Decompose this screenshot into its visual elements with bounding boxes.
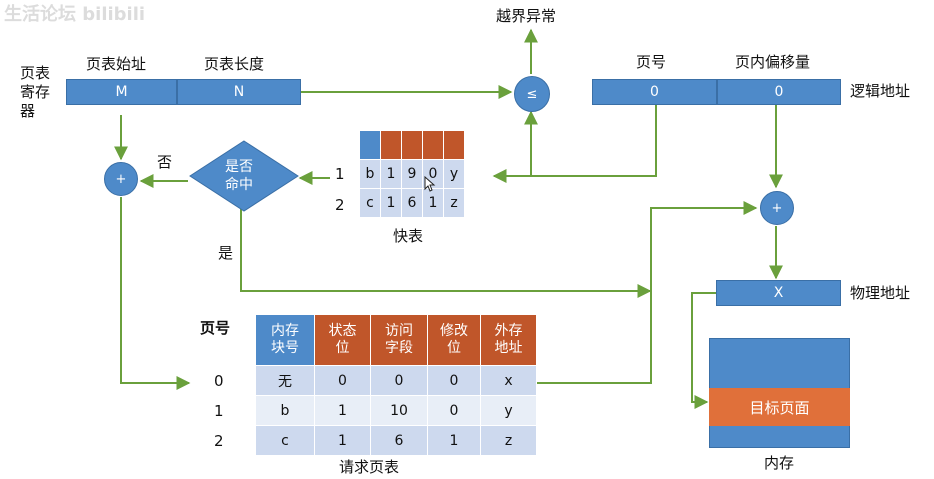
- page-table-start-cell: M: [66, 79, 177, 105]
- table-row: c 1 6 1 z: [255, 425, 537, 456]
- request-table-index: 0: [214, 372, 224, 390]
- arrow-adder-to-pagetable: [120, 197, 191, 390]
- table-cell: 1: [314, 395, 371, 426]
- tlb-header-cell: [380, 130, 402, 160]
- page-table-register-label: 页表 寄存 器: [20, 64, 51, 120]
- request-page-table: 内存 块号 状态 位 访问 字段 修改 位 外存 地址 无 0 0 0 x b …: [255, 314, 537, 456]
- column-header-modify-bit: 修改 位: [427, 314, 481, 366]
- page-table-length-header: 页表长度: [204, 55, 265, 73]
- target-page: 目标页面: [709, 388, 850, 426]
- tlb-cell: y: [443, 159, 465, 189]
- offset-header: 页内偏移量: [735, 53, 811, 71]
- table-cell: z: [480, 425, 537, 456]
- mouse-cursor-icon: [424, 176, 436, 192]
- tlb-caption: 快表: [393, 227, 424, 245]
- logical-page-number-cell: 0: [592, 79, 717, 105]
- compare-node: ≤: [514, 76, 550, 112]
- table-cell: x: [480, 365, 537, 396]
- tlb-cell: 1: [380, 159, 402, 189]
- tlb-cell: c: [359, 188, 381, 218]
- memory-caption: 内存: [764, 454, 795, 472]
- table-cell: 无: [255, 365, 315, 396]
- table-cell: b: [255, 395, 315, 426]
- adder-right: +: [760, 191, 794, 225]
- arrow-physical-to-memory: [691, 292, 716, 409]
- tlb-table: b 1 9 0 y c 1 6 1 z: [359, 130, 465, 218]
- table-cell: 0: [370, 365, 428, 396]
- arrow-pagetable-to-adder: [535, 201, 758, 384]
- column-header-access-field: 访问 字段: [370, 314, 428, 366]
- decision-no-label: 否: [157, 153, 173, 171]
- decision-diamond: [189, 140, 299, 212]
- tlb-cell: z: [443, 188, 465, 218]
- tlb-cell: 6: [401, 188, 423, 218]
- logical-offset-cell: 0: [717, 79, 841, 105]
- physical-address-cell: X: [716, 280, 841, 306]
- tlb-header-cell: [443, 130, 465, 160]
- tlb-row-index: 1: [335, 165, 345, 183]
- table-row: 无 0 0 0 x: [255, 365, 537, 396]
- tlb-row-index: 2: [335, 196, 345, 214]
- logical-address-label: 逻辑地址: [850, 82, 911, 100]
- overflow-exception-label: 越界异常: [496, 7, 557, 25]
- request-table-caption: 请求页表: [339, 458, 400, 476]
- arrow-decision-yes: [240, 208, 652, 298]
- table-cell: 0: [427, 365, 481, 396]
- table-cell: 10: [370, 395, 428, 426]
- table-cell: c: [255, 425, 315, 456]
- adder-left: +: [104, 162, 138, 196]
- tlb-header-cell: [401, 130, 423, 160]
- table-cell: 6: [370, 425, 428, 456]
- request-table-index: 1: [214, 402, 224, 420]
- request-table-index: 2: [214, 432, 224, 450]
- page-table-start-header: 页表始址: [86, 55, 147, 73]
- tlb-cell: b: [359, 159, 381, 189]
- page-table-length-cell: N: [177, 79, 301, 105]
- tlb-cell: 9: [401, 159, 423, 189]
- physical-address-label: 物理地址: [850, 284, 911, 302]
- column-header-block-number: 内存 块号: [255, 314, 315, 366]
- watermark: 生活论坛 bilibili: [4, 4, 146, 25]
- table-cell: 0: [314, 365, 371, 396]
- page-number-header: 页号: [636, 53, 667, 71]
- tlb-cell: 1: [380, 188, 402, 218]
- table-row: b 1 10 0 y: [255, 395, 537, 426]
- table-cell: 0: [427, 395, 481, 426]
- arrow-pageno-to-tlb: [492, 105, 657, 183]
- tlb-row: b 1 9 0 y: [359, 159, 465, 189]
- column-header-status-bit: 状态 位: [314, 314, 371, 366]
- table-cell: 1: [314, 425, 371, 456]
- request-table-page-label: 页号: [200, 319, 231, 337]
- decision-text: 是否 命中: [225, 159, 253, 193]
- column-header-external-address: 外存 地址: [480, 314, 537, 366]
- tlb-header-cell: [422, 130, 444, 160]
- tlb-header-cell: [359, 130, 381, 160]
- decision-yes-label: 是: [218, 244, 234, 262]
- tlb-cell: 1: [422, 188, 444, 218]
- table-cell: y: [480, 395, 537, 426]
- tlb-row: c 1 6 1 z: [359, 188, 465, 218]
- table-cell: 1: [427, 425, 481, 456]
